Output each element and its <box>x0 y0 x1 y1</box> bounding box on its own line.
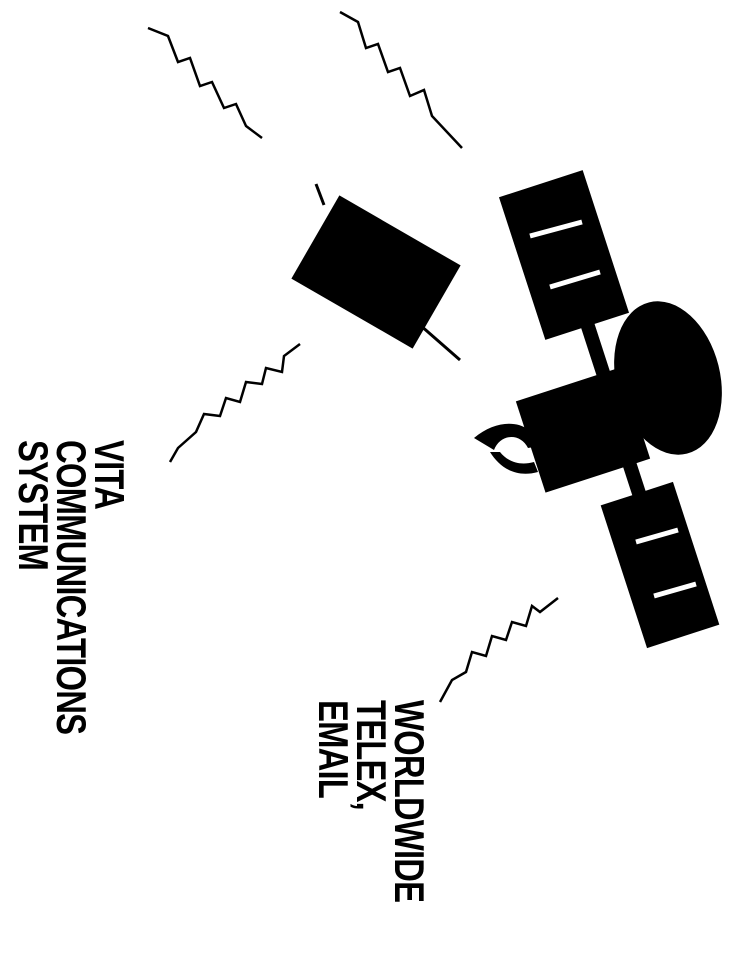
vita-line-1: VITA <box>86 440 133 510</box>
worldwide-telex-email-label: WORLDWIDE TELEX, EMAIL <box>310 700 433 959</box>
world-line-2: TELEX, <box>348 700 395 811</box>
vita-communications-label: VITA COMMUNICATIONS SYSTEM <box>10 440 133 817</box>
world-line-1: WORLDWIDE <box>386 700 433 903</box>
radio-wave-terminal-down <box>168 343 301 463</box>
vita-line-2: COMMUNICATIONS <box>48 440 95 735</box>
vita-line-3: SYSTEM <box>10 440 57 571</box>
radio-wave-top-left <box>147 26 263 139</box>
world-line-3: EMAIL <box>310 700 357 799</box>
ground-terminal-icon <box>291 183 461 362</box>
radio-wave-top-right <box>339 10 463 149</box>
satellite-icon <box>474 170 722 649</box>
radio-wave-satellite-down <box>438 597 559 703</box>
